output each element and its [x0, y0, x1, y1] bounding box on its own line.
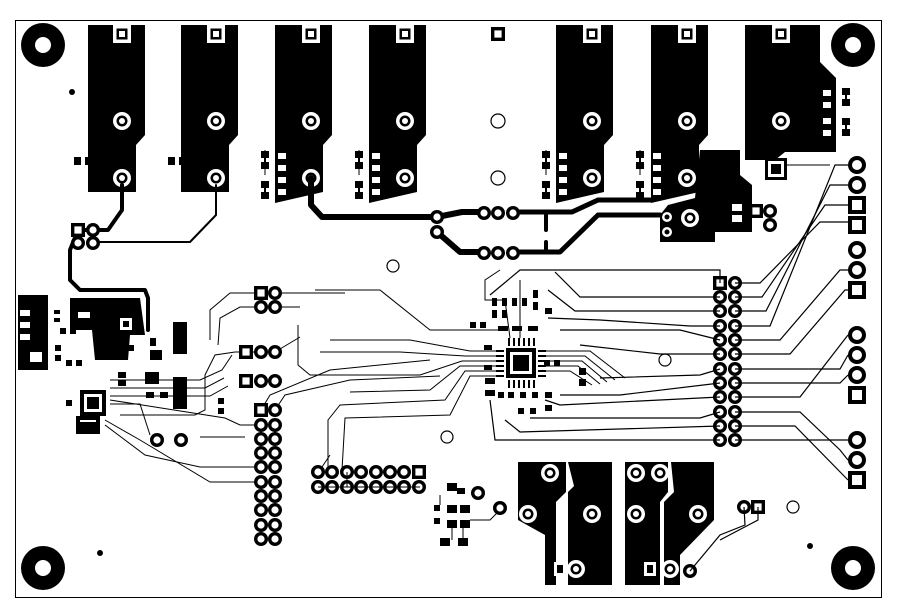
- mounting-hole-bottom-left: [21, 546, 65, 590]
- connector-j1: [848, 156, 866, 234]
- mcu-passives: [470, 290, 586, 414]
- header-right: [713, 276, 742, 447]
- header-left-top: [239, 286, 282, 388]
- left-passives: [40, 310, 224, 414]
- board-outline: [15, 20, 882, 598]
- fiducial: [807, 543, 813, 549]
- mcu-main: [496, 338, 546, 388]
- mounting-hole-bottom-right: [831, 546, 875, 590]
- power-pour-1: [88, 25, 145, 192]
- signal-traces-right: [489, 164, 849, 481]
- power-pour-5: [556, 25, 613, 203]
- signal-traces-left: [104, 292, 441, 483]
- header-bottom-traces: [318, 472, 420, 488]
- cluster-traces: [439, 495, 501, 540]
- header-left-column: [254, 403, 282, 546]
- power-pour-2: [181, 25, 238, 192]
- power-traces: [68, 175, 663, 332]
- mcu-secondary: [76, 390, 106, 434]
- regulator-pour: [660, 150, 752, 242]
- header-bottom-row: [311, 465, 426, 494]
- connector-j2: [848, 241, 866, 489]
- left-pour: [70, 298, 145, 360]
- left-pads: [150, 433, 188, 447]
- test-pad: [493, 501, 507, 515]
- mcu-fanout: [297, 269, 626, 471]
- usb-connector: [18, 295, 48, 370]
- fiducial: [97, 550, 103, 556]
- power-pour-bottom-2: [625, 462, 714, 585]
- power-pour-4: [369, 25, 426, 203]
- mounting-hole-top-left: [21, 23, 65, 67]
- fiducial: [69, 89, 75, 95]
- power-pour-7: [745, 25, 836, 160]
- power-pour-3: [275, 25, 332, 203]
- output-pads: [683, 500, 800, 578]
- mounting-hole-top-right: [831, 23, 875, 67]
- power-pour-6: [651, 25, 708, 203]
- link-pads: [71, 204, 777, 444]
- test-pad: [471, 486, 485, 500]
- transistor-cluster: [434, 483, 470, 546]
- power-pour-bottom-1: [518, 462, 612, 585]
- top-misc: [264, 135, 830, 175]
- unpopulated-footprint: [490, 27, 506, 186]
- regulator-ic: [765, 158, 787, 180]
